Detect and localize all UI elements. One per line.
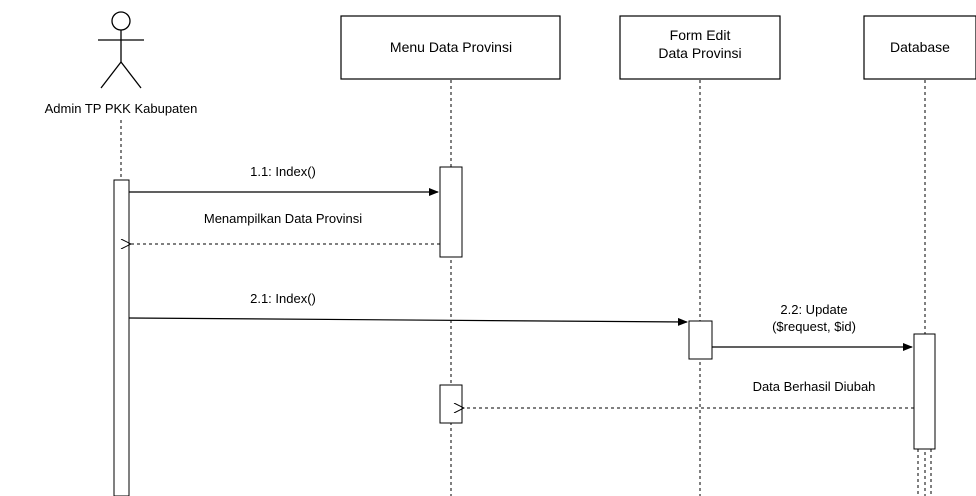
message-label: Data Berhasil Diubah: [753, 379, 876, 394]
activation-actor: [113, 179, 130, 496]
return-menampilkan-data-provinsi: Menampilkan Data Provinsi: [131, 211, 440, 244]
participant-database: Database: [863, 15, 976, 80]
participant-form-edit-data-provinsi: Form Edit Data Provinsi: [619, 15, 781, 80]
message-label: 2.1: Index(): [250, 291, 316, 306]
message-1-1-index: 1.1: Index(): [129, 164, 439, 196]
return-data-berhasil-diubah: Data Berhasil Diubah: [464, 379, 914, 408]
participant-label-line-2: Data Provinsi: [658, 45, 741, 61]
participant-label: Menu Data Provinsi: [390, 39, 512, 55]
message-label: Menampilkan Data Provinsi: [204, 211, 362, 226]
actor-admin: Admin TP PKK Kabupaten: [45, 11, 198, 116]
activation-database: [913, 333, 936, 450]
message-2-1-index: 2.1: Index(): [128, 291, 688, 326]
actor-stick-figure-icon: [98, 11, 144, 89]
activation-menu-1: [439, 166, 463, 258]
activation-menu-2: [439, 384, 463, 424]
participant-label-line-1: Form Edit: [670, 27, 731, 43]
message-label-line-2: ($request, $id): [772, 319, 856, 334]
message-label-line-1: 2.2: Update: [780, 302, 847, 317]
activation-form-edit: [688, 320, 713, 360]
actor-label: Admin TP PKK Kabupaten: [45, 101, 198, 116]
participant-menu-data-provinsi: Menu Data Provinsi: [340, 15, 561, 80]
message-label: 1.1: Index(): [250, 164, 316, 179]
message-2-2-update: 2.2: Update ($request, $id): [712, 302, 913, 351]
participant-label: Database: [890, 39, 950, 55]
